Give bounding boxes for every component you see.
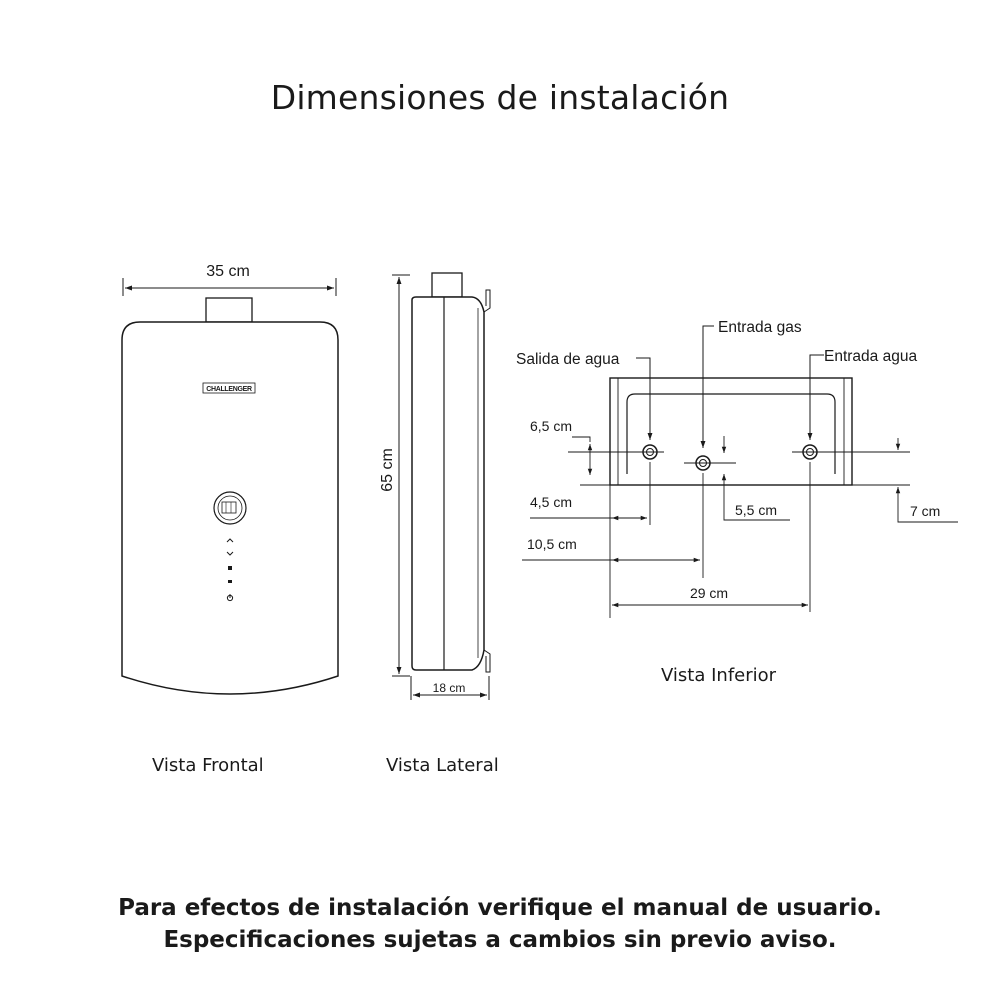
display-ring-inner [217, 495, 243, 521]
side-height-label: 65 cm [379, 448, 396, 492]
dim-6-5-label: 6,5 cm [530, 418, 572, 434]
footer-line-2: Especificaciones sujetas a cambios sin p… [163, 927, 837, 953]
menu-icon [228, 566, 232, 570]
flue-outlet [205, 297, 253, 323]
label-gas-inlet: Entrada gas [718, 319, 802, 336]
bottom-view-caption: Vista Inferior [661, 665, 777, 686]
side-depth-label: 18 cm [433, 681, 466, 695]
label-water-outlet: Salida de agua [516, 351, 620, 368]
dim-5-5-label: 5,5 cm [735, 502, 777, 518]
brand-logo-text: CHALLENGER [206, 386, 252, 393]
dim-7-label: 7 cm [910, 503, 940, 519]
display-ring-outer [213, 491, 247, 525]
front-view [121, 278, 339, 695]
mode-icon [228, 580, 232, 583]
dim-10-5-label: 10,5 cm [527, 536, 577, 552]
front-view-caption: Vista Frontal [152, 755, 264, 776]
wall-bracket-top [483, 289, 491, 313]
chevron-up-icon [226, 538, 234, 543]
brand-logo [202, 382, 256, 394]
bottom-body-inner [626, 393, 836, 474]
dim-29-label: 29 cm [690, 585, 728, 601]
footer-line-1: Para efectos de instalación verifique el… [118, 895, 882, 921]
wall-bracket-bottom [483, 649, 491, 673]
dim-4-5-label: 4,5 cm [530, 494, 572, 510]
side-body [411, 296, 485, 671]
front-width-label: 35 cm [206, 263, 250, 280]
heater-body [121, 321, 339, 695]
label-water-inlet: Entrada agua [824, 348, 917, 365]
side-view [392, 272, 491, 700]
side-flue [431, 272, 463, 298]
page-title: Dimensiones de instalación [270, 78, 730, 117]
bottom-view [522, 325, 958, 618]
chevron-down-icon [226, 551, 234, 556]
side-view-caption: Vista Lateral [386, 755, 499, 776]
